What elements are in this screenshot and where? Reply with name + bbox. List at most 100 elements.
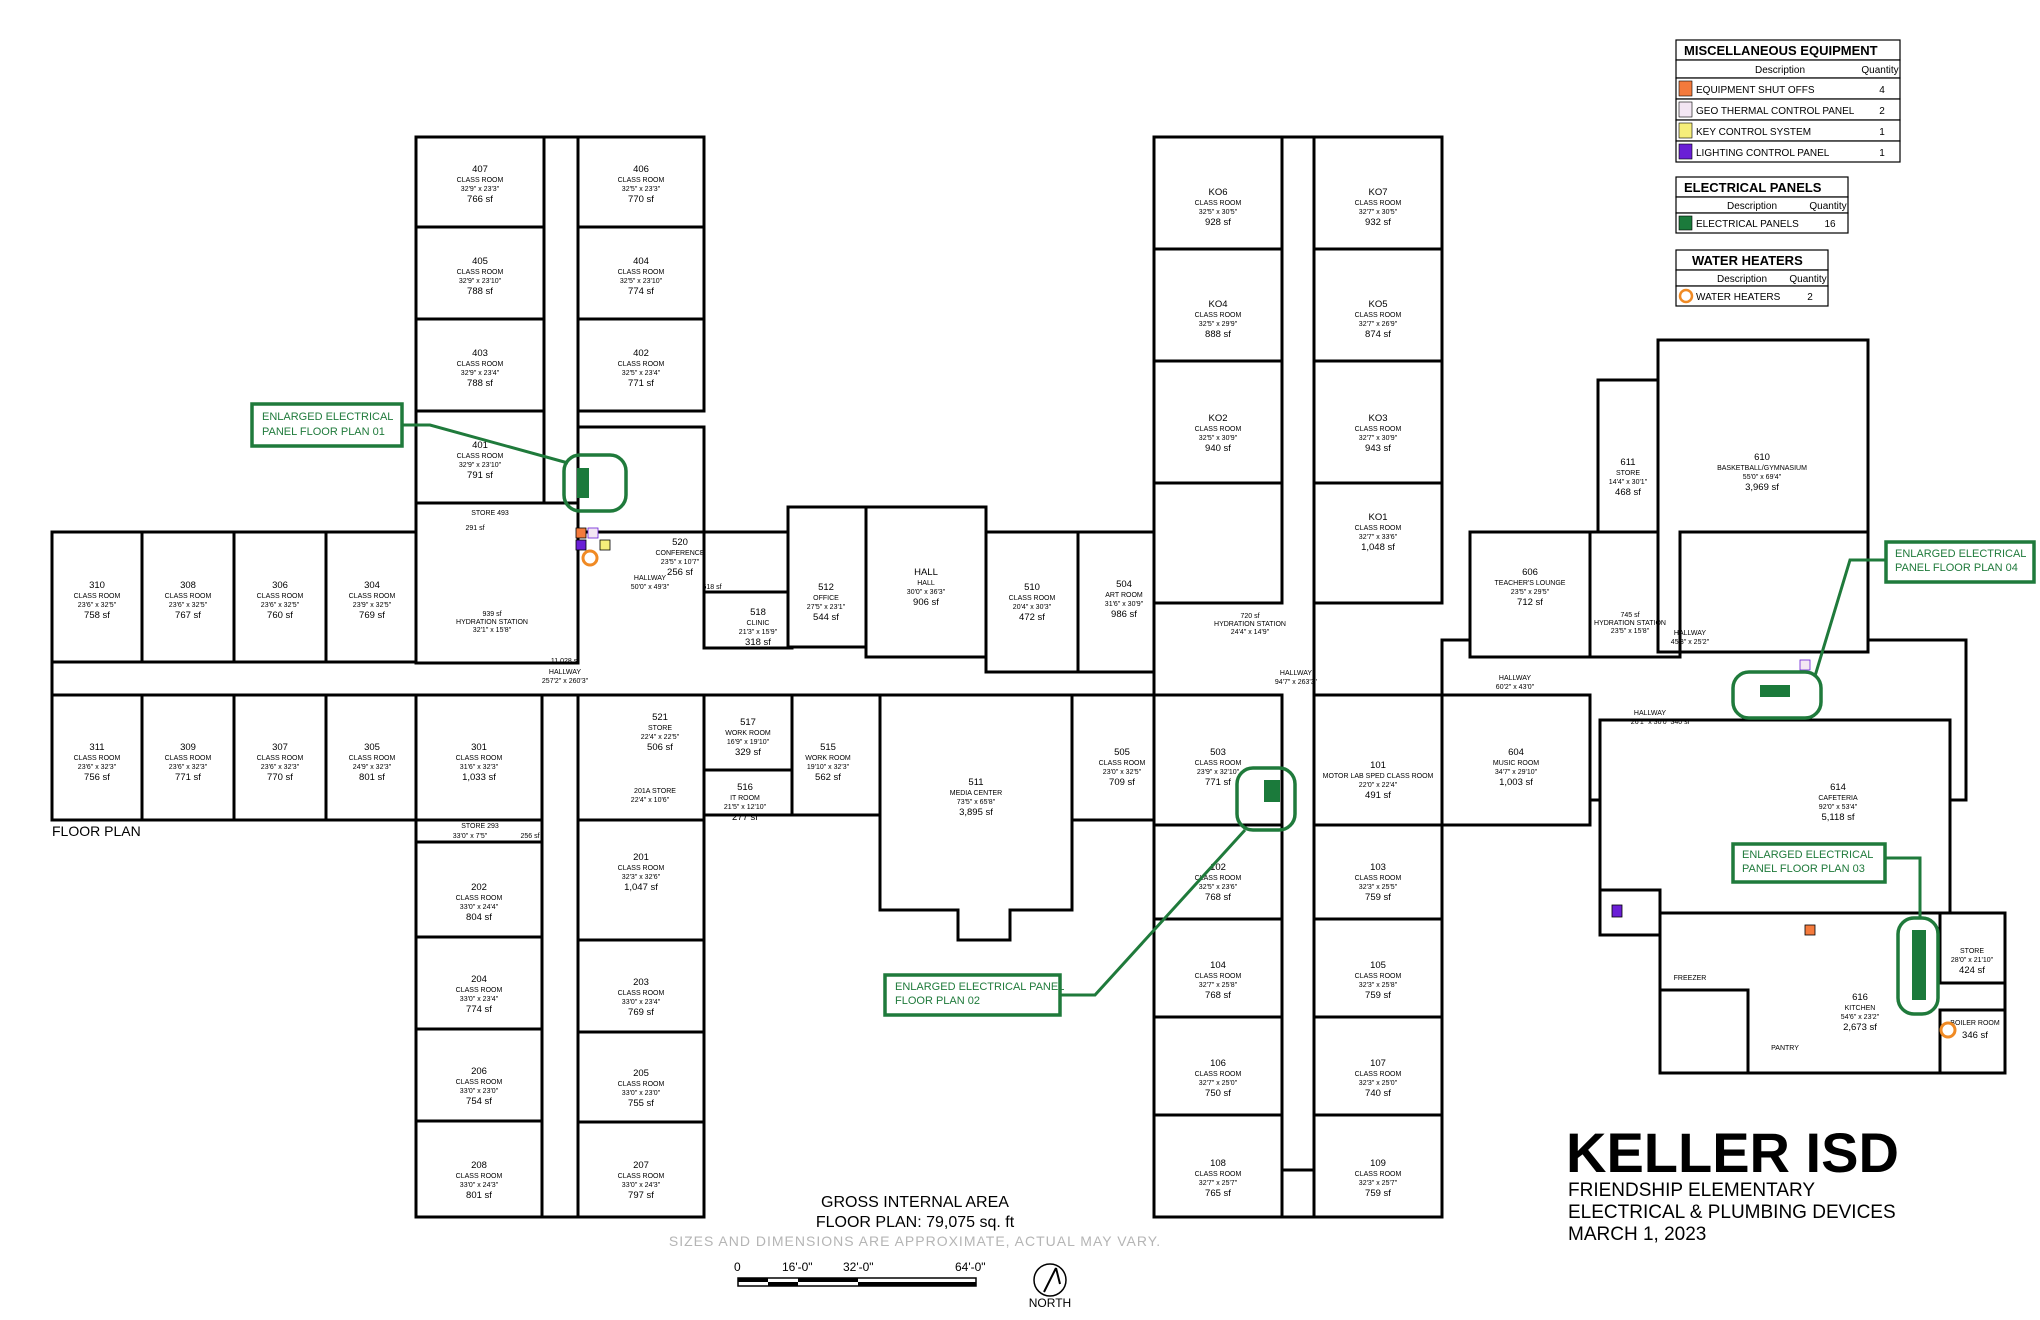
electrical-panel-icon-04[interactable] [1760,685,1790,697]
room-number: 401 [472,440,488,451]
room-name: CLASS ROOM [349,755,396,762]
room-204[interactable] [414,935,544,1031]
room-611[interactable] [1596,378,1660,534]
lighting-control-icon[interactable] [575,539,587,551]
room-404[interactable] [576,225,706,321]
room-dimensions: 23'6" x 32'5" [169,602,208,609]
equipment-shutoff-icon[interactable] [575,527,587,539]
room-510[interactable] [984,530,1080,674]
room-area: 740 sf [1365,1088,1391,1099]
store-dim: 28'0" x 21'10" [1951,957,1994,964]
hyd1-area: 939 sf [482,611,501,618]
room-KO5[interactable] [1312,247,1444,363]
room-304[interactable] [324,530,420,664]
callout-02[interactable] [883,973,1062,1017]
room-402[interactable] [576,317,706,413]
legend-row-qty: 4 [1879,85,1885,96]
key-control-icon[interactable] [599,539,611,551]
room-dimensions: 34'7" x 29'10" [1495,769,1538,776]
geothermal-panel-icon-2[interactable] [1799,659,1811,671]
equipment-shutoff-icon-2[interactable] [1804,924,1816,936]
room-205[interactable] [576,1030,706,1124]
room-105[interactable] [1312,917,1444,1019]
room-area: 769 sf [359,610,385,621]
room-name: CLASS ROOM [457,177,504,184]
electrical-panel-icon-02[interactable] [1264,780,1280,802]
room-405[interactable] [414,225,546,321]
room-number: 521 [652,712,668,723]
room-206[interactable] [414,1027,544,1123]
room-311[interactable] [50,693,144,822]
room-109[interactable] [1312,1113,1444,1219]
room-503[interactable] [1152,693,1284,827]
room-203[interactable] [576,938,706,1034]
leader-01 [402,423,569,465]
room-103[interactable] [1312,823,1444,921]
room-520[interactable] [702,530,794,594]
room-102[interactable] [1152,823,1284,921]
room-dimensions: 23'0" x 32'5" [1103,769,1142,776]
room-KO2[interactable] [1152,359,1284,485]
equipment-markers [575,468,1957,1039]
water-heater-icon-2[interactable] [1939,1021,1957,1039]
lighting-control-icon-2[interactable] [1611,904,1623,918]
room-dimensions: 14'4" x 30'1" [1609,479,1648,486]
title-line2: ELECTRICAL & PLUMBING DEVICES [1568,1202,1896,1223]
scale-seg-3 [798,1278,858,1282]
room-area: 562 sf [815,772,841,783]
room-307[interactable] [232,693,328,822]
room-name: STORE [1616,470,1640,477]
callout-04[interactable] [1884,540,2036,584]
room-504A-K01[interactable] [1152,481,1284,605]
room-number: 606 [1522,567,1538,578]
room-dimensions: 32'5" x 23'3" [622,186,661,193]
office-suite-north[interactable] [576,425,706,534]
room-604[interactable] [1440,693,1592,827]
geothermal-panel-icon[interactable] [587,527,599,539]
room-area: 770 sf [628,194,654,205]
room-KO1[interactable] [1312,481,1444,605]
room-KO4[interactable] [1152,247,1284,363]
room-108[interactable] [1152,1113,1284,1219]
room-name: CLASS ROOM [1355,200,1402,207]
room-306[interactable] [232,530,328,664]
store-kitchen[interactable] [1938,911,2007,985]
room-dimensions: 32'3" x 32'6" [622,874,661,881]
boiler-room[interactable] [1938,1008,2007,1075]
hall-east2-area: 340 sf [1670,719,1689,726]
room-area: 760 sf [267,610,293,621]
room-107[interactable] [1312,1015,1444,1117]
legend-heaters: WATER HEATERS Description Quantity WATER… [1675,249,1829,307]
room-name: CLASS ROOM [1195,426,1242,433]
room-207[interactable] [576,1120,706,1219]
restrooms-hydration-1[interactable] [414,501,580,665]
room-606[interactable] [1468,530,1592,659]
hallway-gym[interactable] [1678,530,1870,654]
room-301[interactable] [414,693,544,822]
room-KO7[interactable] [1312,135,1444,251]
room-number: 512 [818,582,834,593]
room-104[interactable] [1152,917,1284,1019]
electrical-panel-icon-03[interactable] [1912,930,1926,1000]
room-KO3[interactable] [1312,359,1444,485]
room-208[interactable] [414,1119,544,1219]
callout-01[interactable] [250,402,404,448]
room-622-store[interactable] [1598,888,1662,937]
room-515[interactable] [790,693,882,817]
room-305[interactable] [324,693,420,822]
freezer[interactable] [1658,988,1750,1075]
store293-label: STORE 293 [461,823,499,830]
room-310[interactable] [50,530,144,664]
room-name: CLASS ROOM [618,1081,665,1088]
room-512-office[interactable] [786,505,868,649]
room-hall[interactable] [864,505,988,659]
hyd1-label: HYDRATION STATION [456,619,528,626]
room-area: 791 sf [467,470,493,481]
room-dimensions: 32'9" x 23'3" [461,186,500,193]
electrical-panel-icon-01[interactable] [577,468,589,498]
room-202[interactable] [414,840,544,939]
callout-03[interactable] [1731,842,1887,884]
water-heater-icon[interactable] [581,549,599,567]
